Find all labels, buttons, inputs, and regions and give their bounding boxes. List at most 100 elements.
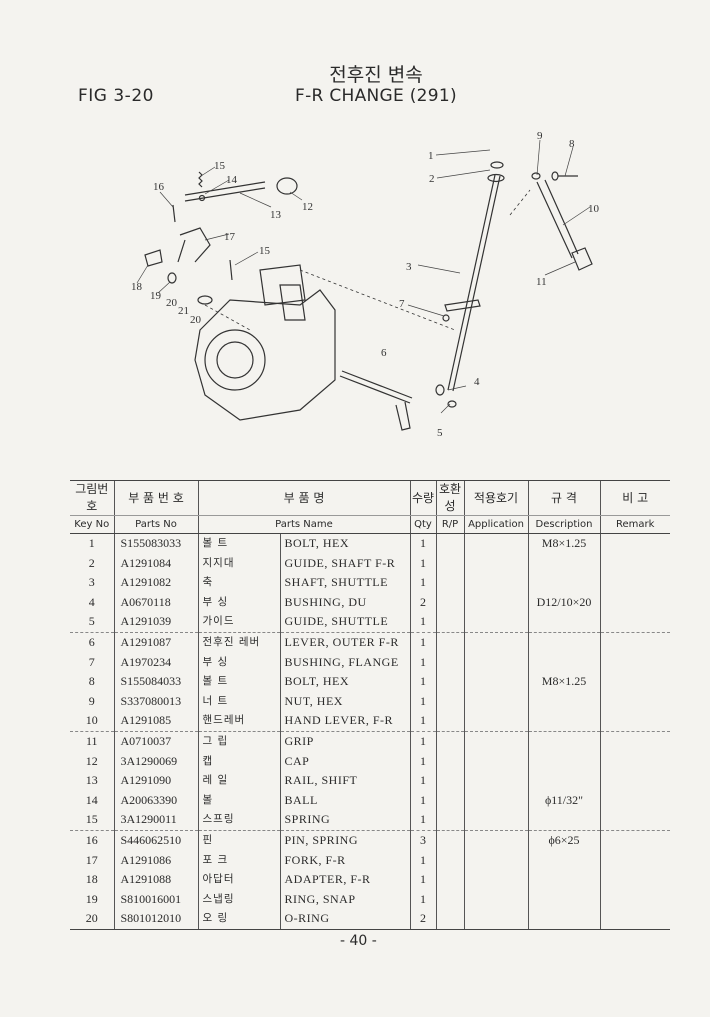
- part-no-cell: A1970234: [113, 652, 198, 673]
- part-name-en-cell: BUSHING, FLANGE: [279, 652, 410, 673]
- callout-20b: 20: [190, 314, 202, 326]
- part-name-ko-cell: 볼: [197, 790, 280, 811]
- qty-cell: 2: [409, 592, 436, 613]
- callout-6: 6: [381, 347, 387, 359]
- key-no-cell: 5: [88, 614, 95, 629]
- description-cell: M8×1.25: [527, 672, 600, 692]
- remark-cell: [599, 810, 670, 831]
- remark-cell: [599, 553, 670, 574]
- callout-1: 1: [428, 150, 434, 162]
- header-parts-name: Parts Name: [197, 515, 410, 534]
- part-no-cell: A1291082: [113, 573, 198, 593]
- callout-17: 17: [224, 231, 236, 243]
- application-cell: [463, 612, 528, 633]
- remark-cell: [599, 691, 670, 712]
- qty-cell: 1: [409, 652, 436, 673]
- part-no-cell: 3A1290011: [113, 810, 198, 831]
- hand-lever: [536, 181, 573, 259]
- application-cell: [463, 810, 528, 831]
- part-no-cell: A1291039: [113, 612, 198, 633]
- rp-cell: [435, 652, 464, 673]
- title-korean: 전후진 변속: [329, 64, 423, 86]
- part-no-cell: 3A1290069: [113, 751, 198, 772]
- callout-14: 14: [226, 174, 238, 186]
- header-rp-ko: 호환성: [435, 480, 464, 516]
- part-name-ko-cell: 볼 트: [197, 533, 280, 554]
- rp-cell: [435, 553, 464, 574]
- rp-cell: [435, 850, 464, 871]
- part-name-en-cell: GUIDE, SHAFT F-R: [279, 553, 410, 574]
- title-english: F-R CHANGE (291): [295, 86, 457, 106]
- part-no-cell: S155083033: [113, 533, 198, 554]
- rp-cell: [435, 751, 464, 772]
- part-name-en-cell: O-RING: [279, 909, 410, 930]
- rp-cell: [435, 612, 464, 633]
- key-no-cell: 10: [85, 713, 98, 728]
- rp-cell: [435, 829, 464, 851]
- rp-cell: [435, 672, 464, 692]
- description-cell: [527, 652, 600, 673]
- header-row-english: Key No Parts No Parts Name Qty R/P Appli…: [70, 515, 670, 534]
- key-no-cell: 1: [88, 536, 95, 550]
- figure-number: FIG 3-20: [78, 86, 154, 106]
- header-key-no-ko: 그림번호: [70, 480, 114, 516]
- part-name-en-cell: FORK, F-R: [279, 850, 410, 871]
- part-name-en-cell: PIN, SPRING: [279, 829, 410, 851]
- key-no-cell: 3: [88, 575, 95, 590]
- callout-5: 5: [437, 427, 443, 439]
- description-cell: M8×1.25: [527, 533, 600, 554]
- qty-cell: 3: [409, 829, 436, 851]
- qty-cell: 1: [409, 631, 436, 653]
- application-cell: [463, 730, 528, 752]
- description-cell: [527, 850, 600, 871]
- callout-15a: 15: [214, 160, 226, 172]
- rp-cell: [435, 771, 464, 791]
- application-cell: [463, 652, 528, 673]
- key-no-cell: 6: [70, 631, 114, 653]
- rp-cell: [435, 810, 464, 831]
- key-no-cell: 2: [88, 555, 95, 570]
- part-name-ko-cell: 아답터: [197, 870, 280, 890]
- rp-cell: [435, 790, 464, 811]
- header-parts-no: Parts No: [113, 515, 198, 534]
- part-name-ko-cell: 그 립: [197, 730, 280, 752]
- header-application-ko: 적용호기: [463, 480, 528, 516]
- part-name-en-cell: HAND LEVER, F-R: [279, 711, 410, 732]
- qty-cell: 1: [409, 751, 436, 772]
- outer-lever: [339, 375, 411, 404]
- key-no-cell: 15: [85, 812, 98, 827]
- description-cell: [527, 870, 600, 890]
- qty-cell: 2: [409, 909, 436, 930]
- remark-cell: [599, 631, 670, 653]
- remark-cell: [599, 751, 670, 772]
- application-cell: [463, 790, 528, 811]
- key-no-cell: 19: [85, 891, 98, 906]
- key-no-cell: 8: [88, 674, 95, 689]
- header-remark-ko: 비 고: [599, 480, 670, 516]
- qty-cell: 1: [409, 870, 436, 890]
- key-no-cell: 16: [70, 829, 114, 851]
- part-no-cell: A1291088: [113, 870, 198, 890]
- callout-21: 21: [178, 305, 189, 317]
- remark-cell: [599, 850, 670, 871]
- qty-cell: 1: [409, 533, 436, 554]
- remark-cell: [599, 711, 670, 732]
- callout-7: 7: [399, 298, 405, 310]
- part-name-ko-cell: 너 트: [197, 691, 280, 712]
- rp-cell: [435, 730, 464, 752]
- callout-20a: 20: [166, 297, 178, 309]
- application-cell: [463, 850, 528, 871]
- rp-cell: [435, 631, 464, 653]
- application-cell: [463, 573, 528, 593]
- page-number: - 40 -: [340, 933, 377, 949]
- callout-18: 18: [131, 281, 143, 293]
- part-name-en-cell: RING, SNAP: [279, 889, 410, 910]
- application-cell: [463, 672, 528, 692]
